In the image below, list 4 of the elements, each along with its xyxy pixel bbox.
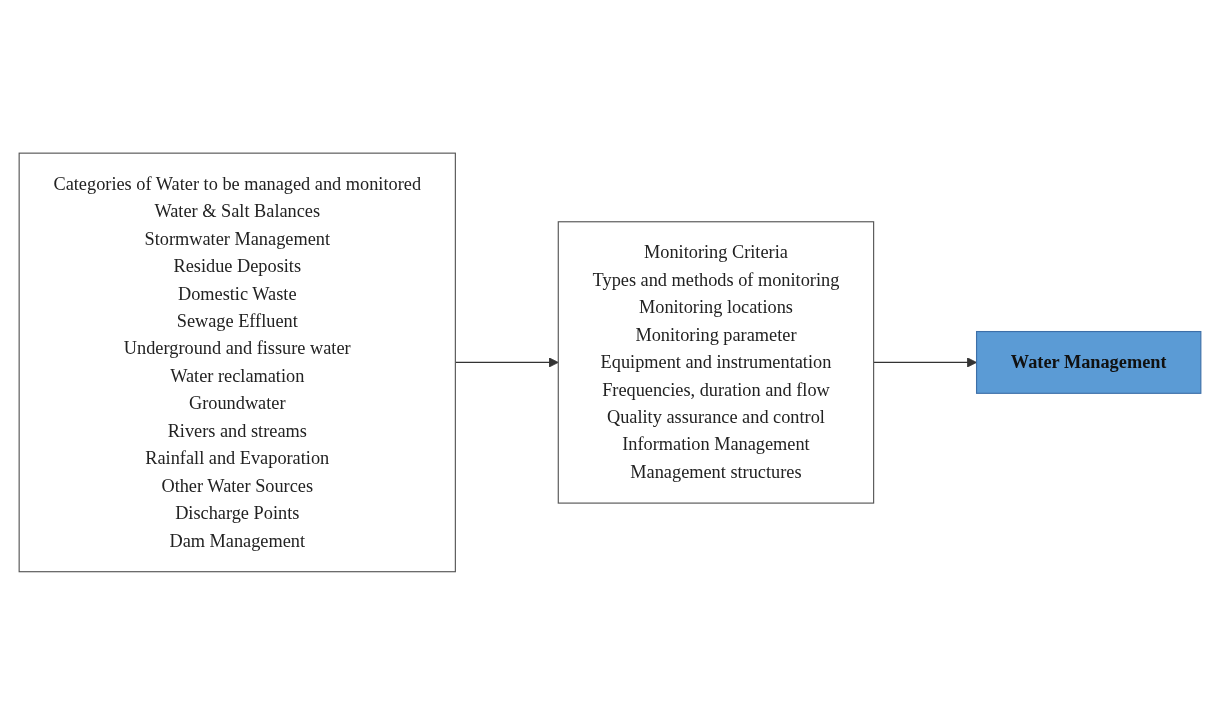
node-box: Categories of Water to be managed and monitored Water & Salt Balances Stormwater Management Residue Deposits Domestic Waste Sewage Effluent Underground and fissure water Water reclamation Groundwater Rivers and streams Rainfall and Evaporation Other Water Sources Discharge Points Dam Management	[18, 152, 456, 573]
arrow	[873, 357, 977, 368]
node-box: Water Management	[975, 331, 1202, 394]
node-box: Monitoring Criteria Types and methods of monitoring Monitoring locations Monitoring parameter Equipment and instrumentation Frequencies, duration and flow Quality assurance and control Information Management Management structures	[557, 221, 875, 504]
